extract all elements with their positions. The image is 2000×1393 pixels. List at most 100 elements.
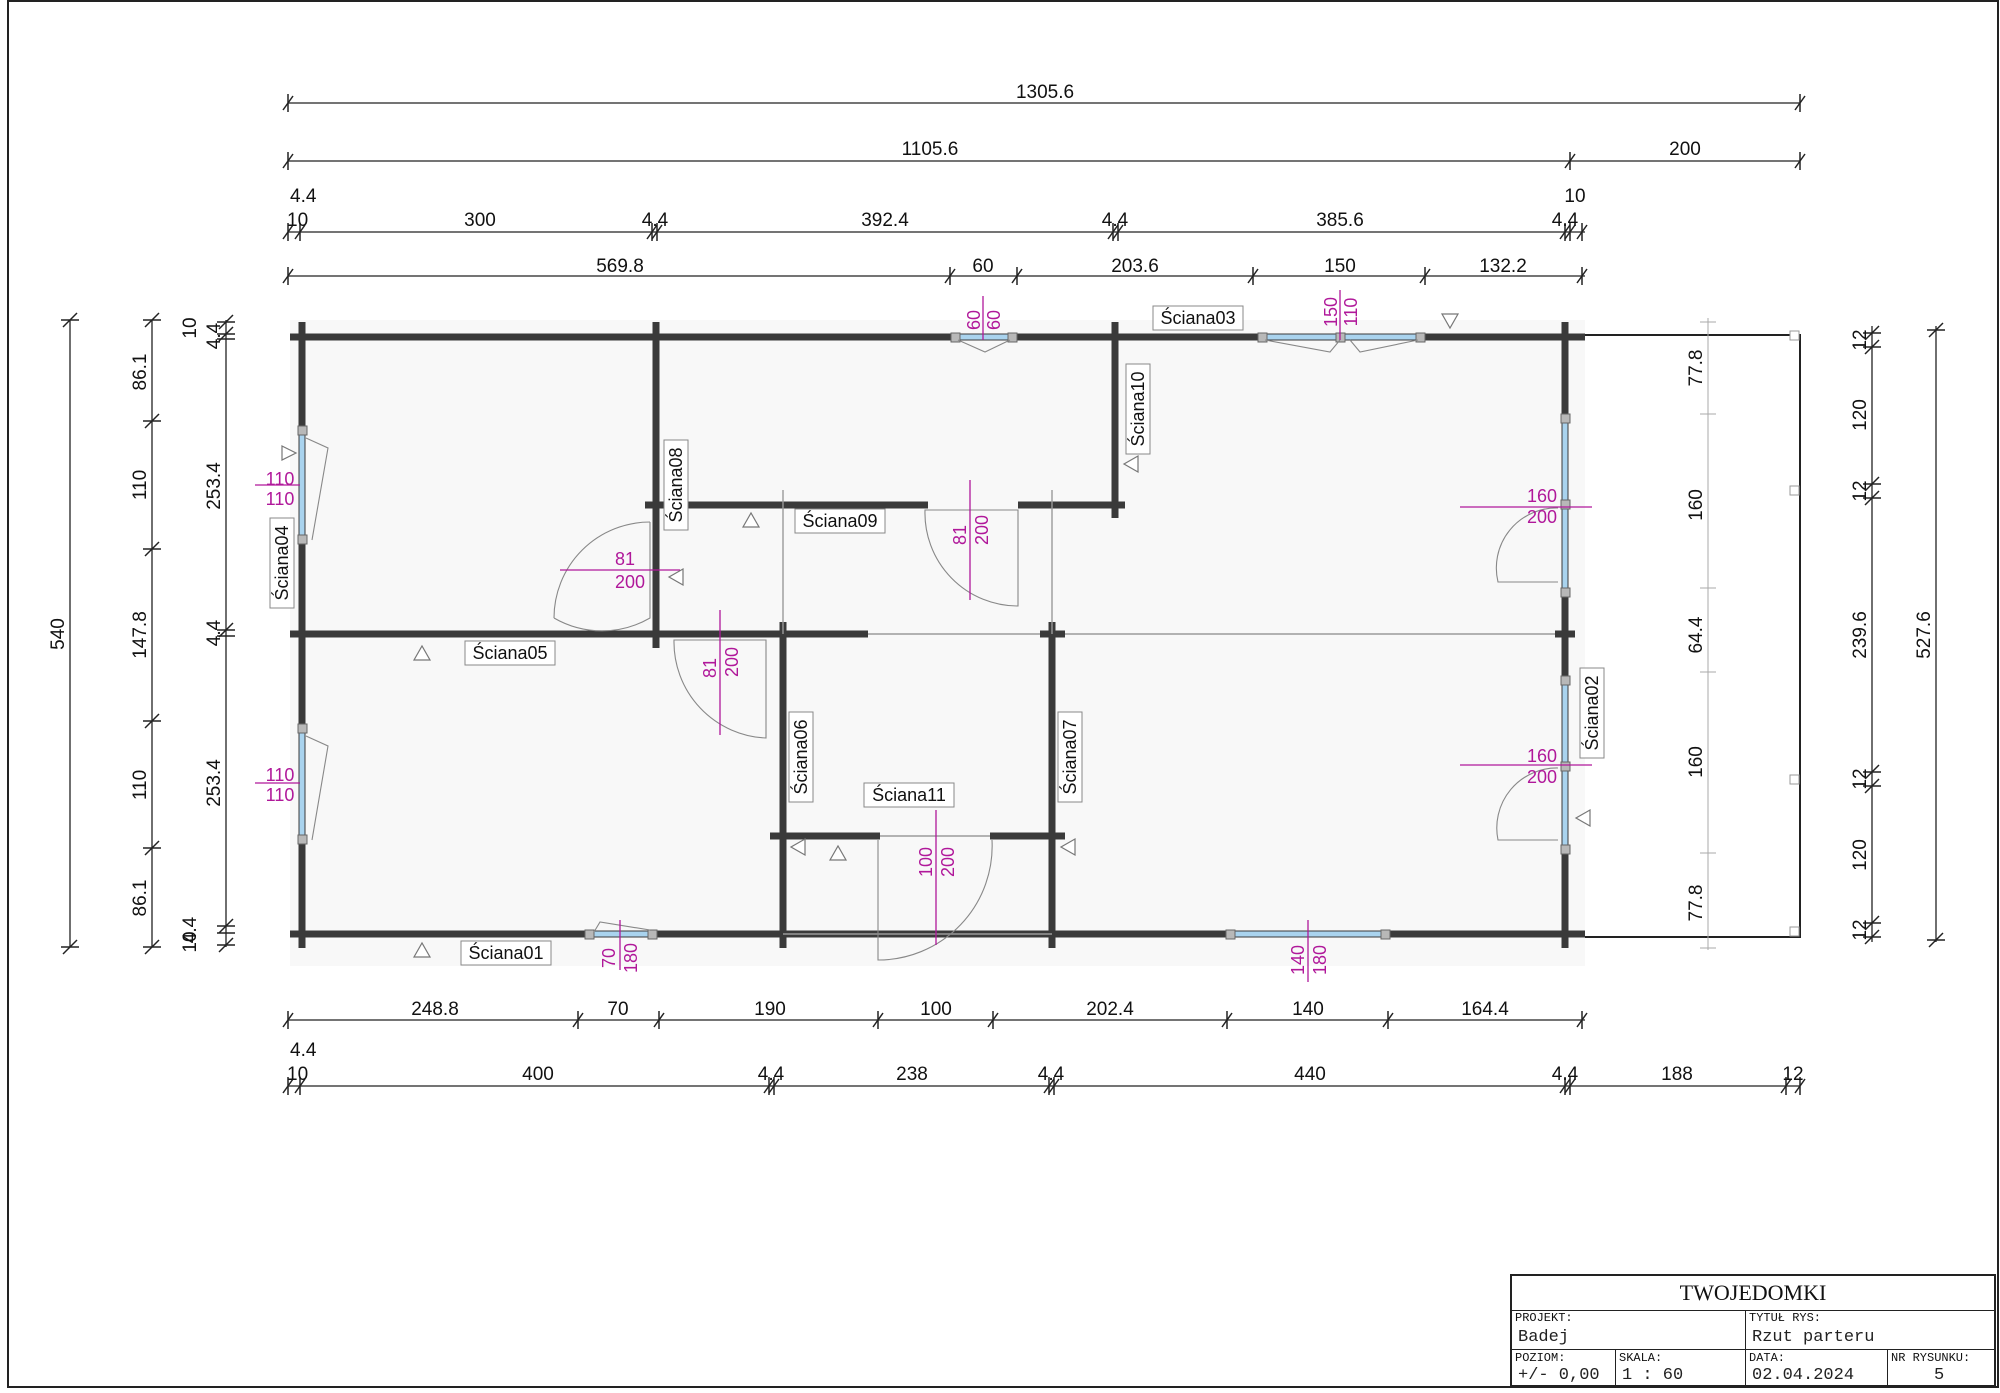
dim-left-1: 10 — [180, 317, 201, 338]
dim-right-7: 12 — [1850, 919, 1871, 940]
dim-top-small-3: 4.4 — [642, 210, 669, 231]
bottom-dimensions: 248.8 70 190 100 202.4 140 164.4 4.4 10 … — [282, 999, 1806, 1095]
wall-joints — [297, 332, 1571, 940]
dim-bottom-small-1: 4.4 — [290, 1040, 317, 1061]
dim-terrace-1: 77.8 — [1686, 350, 1707, 387]
wall-labels: Ściana01 Ściana03 Ściana05 Ściana09 Ścia… — [269, 305, 1605, 966]
dim-right-1: 12 — [1850, 329, 1871, 350]
dim-right-2: 120 — [1850, 399, 1871, 431]
dim-top-seg-2: 60 — [972, 256, 993, 277]
wall-direction-markers — [281, 313, 1591, 958]
left-window-2-label-b: 110 — [266, 785, 295, 805]
left-dimensions: 540 10 86.1 110 147.8 110 86.1 10 4.4 25… — [48, 312, 235, 955]
dim-top-small-2: 10 — [287, 210, 308, 231]
dim-right-3: 12 — [1850, 480, 1871, 501]
dim-bottom-seg-2: 70 — [607, 999, 628, 1020]
top-door-label-b: 60 — [984, 310, 1004, 330]
dim-bottom-room-2: 238 — [896, 1064, 928, 1085]
data-cell: DATA: 02.04.2024 — [1746, 1350, 1888, 1387]
tytul-caption: TYTUŁ RYS: — [1749, 1311, 1822, 1325]
window-sashes — [305, 339, 1419, 933]
bottom-window-1-label-b: 180 — [621, 943, 641, 973]
wall-label-02: Ściana02 — [1581, 675, 1602, 750]
nr-rysunku-cell: NR RYSUNKU: 5 — [1888, 1350, 1996, 1387]
dim-top-seg-4: 150 — [1324, 256, 1356, 277]
terrace: 77.8 160 64.4 160 77.8 — [1570, 318, 1801, 950]
skala-caption: SKALA: — [1619, 1351, 1663, 1365]
dim-left-room-2: 253.4 — [204, 759, 225, 807]
wall-label-11: Ściana11 — [872, 784, 946, 805]
wall-label-09: Ściana09 — [802, 510, 877, 531]
dim-bottom-seg-5: 202.4 — [1086, 999, 1134, 1020]
dim-bottom-seg-6: 140 — [1292, 999, 1324, 1020]
dim-left-3: 110 — [130, 470, 151, 500]
left-window-1-label-a: 110 — [266, 469, 295, 489]
hall-door-label-b: 200 — [615, 572, 645, 592]
top-window-label-b: 110 — [1341, 298, 1361, 327]
dim-right-4: 239.6 — [1850, 611, 1871, 659]
right-dimensions: 527.6 12 120 12 239.6 12 120 12 — [1850, 322, 1945, 948]
dim-bottom-room-3: 440 — [1294, 1064, 1326, 1085]
top-dimensions: 1305.6 1105.6 200 4.4 10 4.4 4.4 4.4 10 … — [282, 82, 1806, 285]
doors — [553, 507, 1559, 961]
dim-room-3-width: 385.6 — [1316, 210, 1364, 231]
dim-building-length: 1105.6 — [902, 139, 959, 160]
wall-label-04: Ściana04 — [271, 525, 292, 600]
poziom-cell: POZIOM: +/- 0,00 — [1512, 1350, 1616, 1387]
projekt-value: Badej — [1518, 1328, 1570, 1347]
dim-left-6: 86.1 — [130, 880, 151, 917]
door-11-label-b: 200 — [938, 847, 958, 877]
dim-bottom-room-1: 400 — [522, 1064, 554, 1085]
title-block: TWOJEDOMKI PROJEKT: Badej TYTUŁ RYS: Rzu… — [1510, 1274, 1996, 1387]
dim-bottom-small-6: 12 — [1782, 1064, 1803, 1085]
dim-top-small-4: 4.4 — [1102, 210, 1129, 231]
data-value: 02.04.2024 — [1752, 1366, 1855, 1385]
dim-left-5: 110 — [130, 770, 151, 800]
bottom-window-2-label-a: 140 — [1288, 945, 1308, 975]
door-09-label-b: 200 — [972, 515, 992, 545]
dim-left-4: 147.8 — [130, 611, 151, 659]
company-name: TWOJEDOMKI — [1512, 1276, 1994, 1311]
bottom-window-1-label-a: 70 — [599, 948, 619, 968]
dim-left-room-1: 253.4 — [204, 462, 225, 510]
wall-label-10: Ściana10 — [1127, 371, 1148, 446]
skala-value: 1 : 60 — [1622, 1366, 1684, 1385]
poziom-value: +/- 0,00 — [1518, 1366, 1600, 1385]
dim-left-overall: 540 — [48, 618, 69, 650]
tytul-value: Rzut parteru — [1752, 1328, 1875, 1347]
dim-top-small-5: 4.4 — [1552, 210, 1579, 231]
right-door-1-label-a: 160 — [1527, 486, 1557, 506]
dim-left-wall-3: 4.4 — [180, 916, 201, 943]
dim-bottom-seg-7: 164.4 — [1461, 999, 1509, 1020]
dim-terrace-length: 200 — [1669, 139, 1701, 160]
dim-top-seg-5: 132.2 — [1479, 256, 1527, 277]
dim-bottom-seg-1: 248.8 — [411, 999, 459, 1020]
page-frame — [7, 0, 1999, 1388]
wall-label-06: Ściana06 — [790, 719, 811, 794]
data-caption: DATA: — [1749, 1351, 1786, 1365]
right-door-1-label-b: 200 — [1527, 507, 1557, 527]
dim-right-5: 12 — [1850, 768, 1871, 789]
dim-left-7: 10 — [180, 931, 201, 952]
left-window-2-label-a: 110 — [266, 765, 295, 785]
wall-label-01: Ściana01 — [468, 942, 543, 963]
dim-bottom-small-5: 4.4 — [1552, 1064, 1579, 1085]
right-door-2-label-b: 200 — [1527, 767, 1557, 787]
dim-terrace-5: 77.8 — [1686, 885, 1707, 922]
dim-terrace-4: 160 — [1686, 746, 1707, 778]
top-door-label-a: 60 — [964, 310, 984, 330]
dim-bottom-small-2: 10 — [287, 1064, 308, 1085]
dim-bottom-seg-4: 100 — [920, 999, 952, 1020]
wall-label-03: Ściana03 — [1160, 307, 1235, 328]
dim-room-1-width: 300 — [464, 210, 496, 231]
dim-bottom-terrace: 188 — [1661, 1064, 1693, 1085]
bottom-window-2-label-b: 180 — [1310, 945, 1330, 975]
dim-room-2-width: 392.4 — [861, 210, 909, 231]
dim-top-small-6: 10 — [1564, 186, 1585, 207]
dim-right-6: 120 — [1850, 839, 1871, 871]
wall-label-07: Ściana07 — [1059, 719, 1080, 794]
dim-right-overall: 527.6 — [1914, 611, 1935, 659]
wall-label-08: Ściana08 — [665, 447, 686, 522]
dim-top-seg-3: 203.6 — [1111, 256, 1159, 277]
